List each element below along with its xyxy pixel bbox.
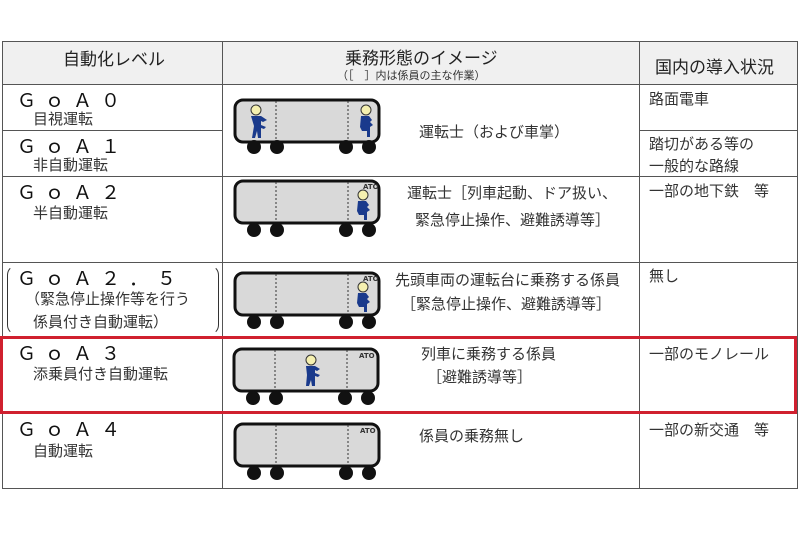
divider	[3, 176, 797, 177]
train-unmanned-ato-icon: ATO	[233, 422, 381, 480]
goa4-level-name: 自動運転	[33, 442, 94, 460]
header-image: 乗務形態のイメージ	[345, 49, 498, 69]
goa3-level-name: 添乗員付き自動運転	[33, 365, 169, 383]
goa1-level-name: 非自動運転	[33, 156, 109, 174]
divider	[639, 130, 797, 131]
svg-text:ATO: ATO	[363, 183, 379, 191]
goa25-desc-line1: 先頭車両の運転台に乗務する係員	[395, 271, 621, 289]
divider	[3, 84, 797, 85]
goa3-desc-line2: ［避難誘導等］	[427, 368, 533, 386]
train-front-crew-ato-icon: ATO	[233, 271, 381, 329]
goa-automation-table: 自動化レベル 乗務形態のイメージ （［ ］内は係員の主な作業） 国内の導入状況 …	[2, 41, 798, 489]
goa01-desc: 運転士（および車掌）	[419, 123, 570, 141]
divider	[222, 42, 223, 488]
divider	[3, 130, 223, 131]
goa3-label: ＧｏＡ３	[17, 343, 130, 365]
svg-text:ATO: ATO	[363, 275, 379, 283]
goa25-level-line1: （緊急停止操作等を行う	[25, 290, 191, 308]
goa1-status-line1: 踏切がある等の	[649, 135, 755, 153]
goa4-label: ＧｏＡ４	[17, 419, 130, 441]
goa25-bracket	[7, 265, 219, 335]
goa25-status: 無し	[649, 267, 680, 285]
goa0-status: 路面電車	[649, 90, 710, 108]
goa25-level-line2: 係員付き自動運転）	[33, 313, 169, 331]
header-status: 国内の導入状況	[655, 58, 774, 78]
svg-text:ATO: ATO	[359, 352, 375, 360]
header-row-background	[3, 42, 797, 85]
goa2-desc-line2: 緊急停止操作、避難誘導等］	[415, 211, 611, 229]
svg-text:ATO: ATO	[360, 427, 376, 435]
goa1-status-line2: 一般的な路線	[649, 157, 740, 175]
train-driver-conductor-icon	[233, 98, 381, 154]
goa4-status: 一部の新交通 等	[649, 421, 770, 439]
goa2-status: 一部の地下鉄 等	[649, 182, 770, 200]
goa2-desc-line1: 運転士［列車起動、ドア扱い、	[407, 184, 618, 202]
goa1-label: ＧｏＡ１	[17, 136, 130, 158]
train-driver-ato-icon: ATO	[233, 179, 381, 237]
goa25-label: ＧｏＡ２．５	[17, 268, 186, 290]
header-image-note: （［ ］内は係員の主な作業）	[337, 69, 486, 82]
goa2-level-name: 半自動運転	[33, 204, 109, 222]
goa3-desc-line1: 列車に乗務する係員	[421, 345, 557, 363]
header-level: 自動化レベル	[63, 50, 165, 70]
divider	[3, 262, 797, 263]
train-onboard-attendant-ato-icon: ATO	[232, 347, 380, 405]
divider	[639, 42, 640, 488]
divider	[3, 413, 797, 414]
goa0-label: ＧｏＡ０	[17, 90, 130, 112]
goa3-status: 一部のモノレール	[649, 345, 770, 363]
goa4-desc-line1: 係員の乗務無し	[419, 427, 525, 445]
goa2-label: ＧｏＡ２	[17, 182, 130, 204]
goa25-desc-line2: ［緊急停止操作、避難誘導等］	[401, 295, 612, 313]
goa0-level-name: 目視運転	[33, 110, 94, 128]
divider	[3, 336, 797, 337]
